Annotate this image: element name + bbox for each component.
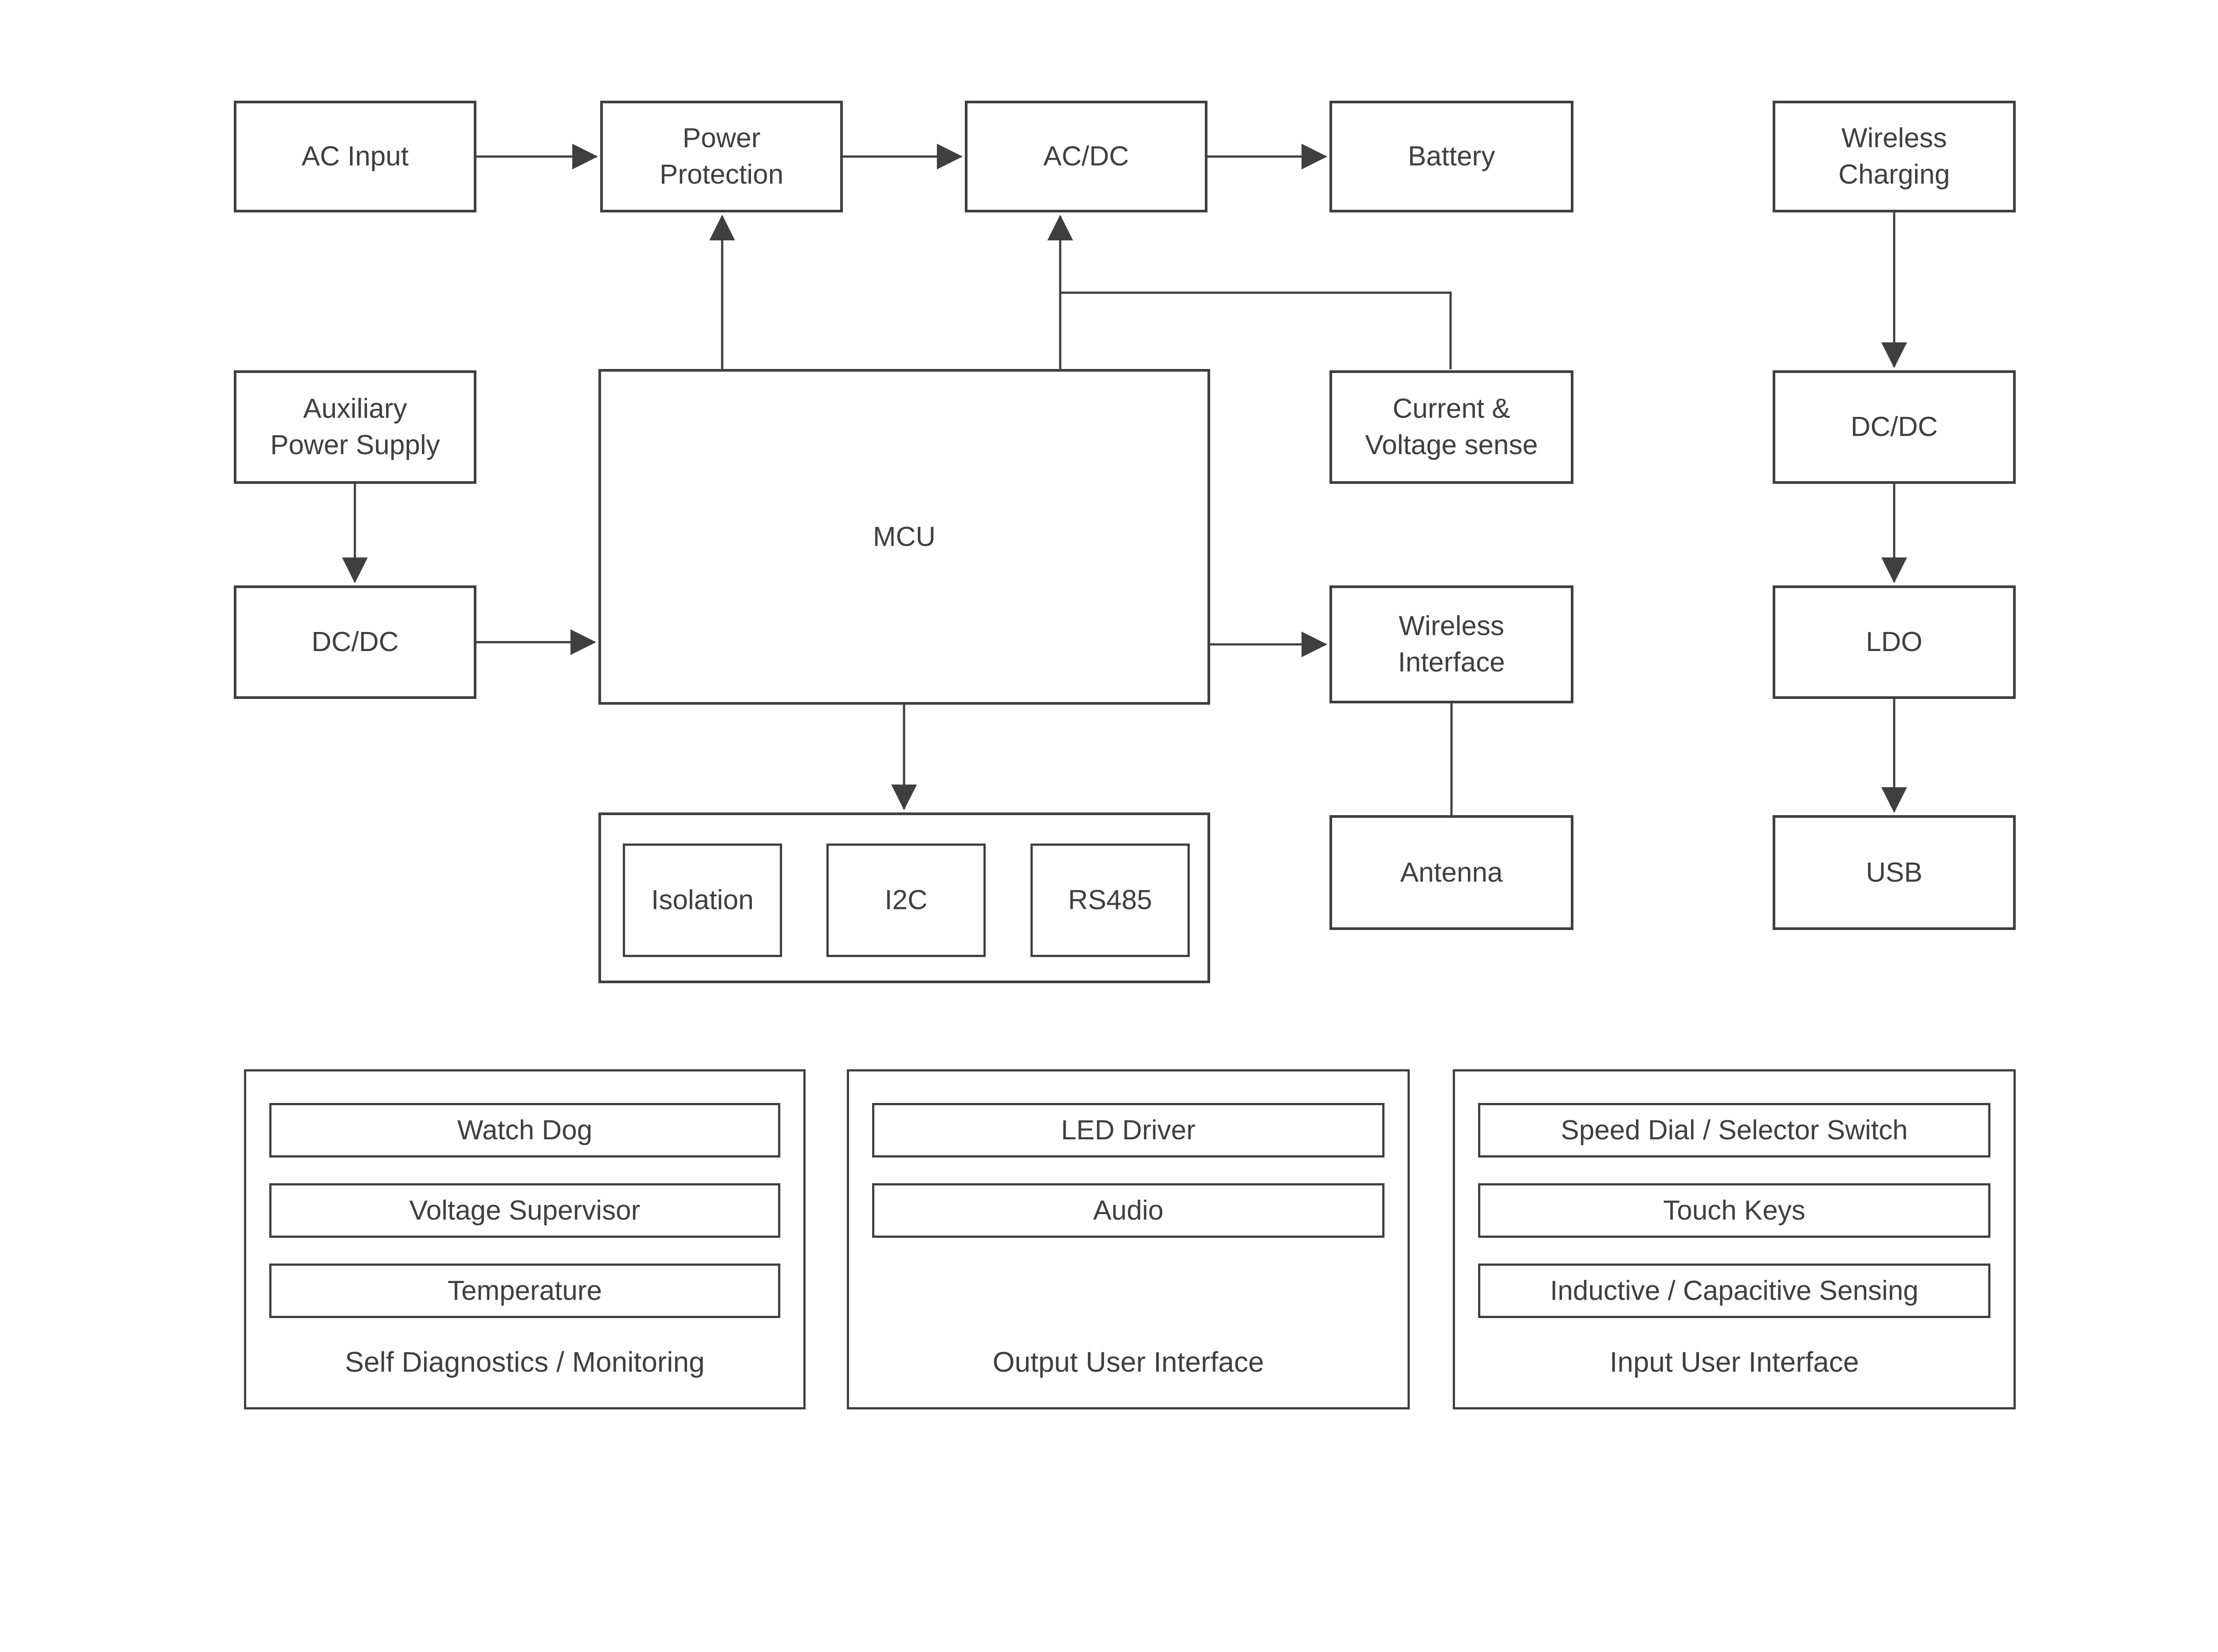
group-item-voltage-supervisor: Voltage Supervisor (269, 1183, 780, 1238)
block-usb-label: USB (1866, 857, 1923, 888)
block-ac-dc-label: AC/DC (1043, 141, 1129, 172)
block-battery-label: Battery (1408, 141, 1495, 172)
block-rs485: RS485 (1030, 844, 1190, 957)
group-item-inductive-capacitive-sensing-label: Inductive / Capacitive Sensing (1550, 1275, 1919, 1306)
block-wireless-charging: Wireless Charging (1773, 101, 2016, 212)
group-caption-input-user-interface: Input User Interface (1609, 1346, 1859, 1378)
block-rs485-label: RS485 (1068, 885, 1152, 916)
block-ac-input-label: AC Input (301, 141, 409, 172)
block-ac-input: AC Input (234, 101, 476, 212)
group-item-led-driver-label: LED Driver (1061, 1114, 1196, 1146)
group-item-watch-dog: Watch Dog (269, 1103, 780, 1158)
block-comms-container: Isolation I2C RS485 (598, 812, 1210, 983)
block-antenna: Antenna (1329, 815, 1573, 930)
group-caption-self-diagnostics: Self Diagnostics / Monitoring (345, 1346, 705, 1378)
group-item-touch-keys: Touch Keys (1478, 1183, 1990, 1238)
block-wireless-interface: Wireless Interface (1329, 585, 1573, 703)
block-auxiliary-power-supply: Auxiliary Power Supply (234, 370, 476, 484)
block-dcdc-wireless-label: DC/DC (1850, 412, 1938, 443)
block-dcdc-aux: DC/DC (234, 585, 476, 699)
group-item-inductive-capacitive-sensing: Inductive / Capacitive Sensing (1478, 1264, 1990, 1318)
block-ldo-label: LDO (1866, 627, 1923, 658)
block-ldo: LDO (1773, 585, 2016, 699)
block-power-protection-label: Power Protection (659, 123, 784, 190)
block-dcdc-wireless: DC/DC (1773, 370, 2016, 484)
group-item-audio-label: Audio (1093, 1195, 1164, 1226)
block-i2c-label: I2C (885, 885, 928, 916)
group-self-diagnostics: Watch Dog Voltage Supervisor Temperature… (244, 1069, 806, 1409)
block-i2c: I2C (826, 844, 986, 957)
group-item-led-driver: LED Driver (872, 1103, 1384, 1158)
group-caption-output-user-interface: Output User Interface (992, 1346, 1264, 1378)
block-wireless-interface-label: Wireless Interface (1398, 611, 1505, 678)
block-antenna-label: Antenna (1400, 857, 1503, 888)
block-current-voltage-sense-label: Current & Voltage sense (1365, 393, 1538, 460)
group-item-audio: Audio (872, 1183, 1384, 1238)
group-output-user-interface: LED Driver Audio Output User Interface (847, 1069, 1410, 1409)
group-item-temperature: Temperature (269, 1264, 780, 1318)
block-usb: USB (1773, 815, 2016, 930)
connector-cv-sense-branch (1060, 291, 1452, 369)
block-wireless-charging-label: Wireless Charging (1838, 123, 1950, 190)
block-isolation: Isolation (623, 844, 782, 957)
group-item-speed-dial-selector-switch-label: Speed Dial / Selector Switch (1561, 1114, 1908, 1146)
group-input-user-interface: Speed Dial / Selector Switch Touch Keys … (1453, 1069, 2016, 1409)
block-mcu-label: MCU (873, 521, 936, 552)
group-item-touch-keys-label: Touch Keys (1663, 1195, 1805, 1226)
group-item-speed-dial-selector-switch: Speed Dial / Selector Switch (1478, 1103, 1990, 1158)
group-item-temperature-label: Temperature (447, 1275, 602, 1306)
block-power-protection: Power Protection (600, 101, 843, 212)
block-current-voltage-sense: Current & Voltage sense (1329, 370, 1573, 484)
block-isolation-label: Isolation (651, 885, 754, 916)
block-battery: Battery (1329, 101, 1573, 212)
group-item-watch-dog-label: Watch Dog (457, 1114, 593, 1146)
group-item-voltage-supervisor-label: Voltage Supervisor (409, 1195, 641, 1226)
block-auxiliary-power-supply-label: Auxiliary Power Supply (270, 393, 440, 460)
block-ac-dc: AC/DC (965, 101, 1207, 212)
block-mcu: MCU (598, 369, 1210, 705)
block-dcdc-aux-label: DC/DC (311, 627, 399, 658)
